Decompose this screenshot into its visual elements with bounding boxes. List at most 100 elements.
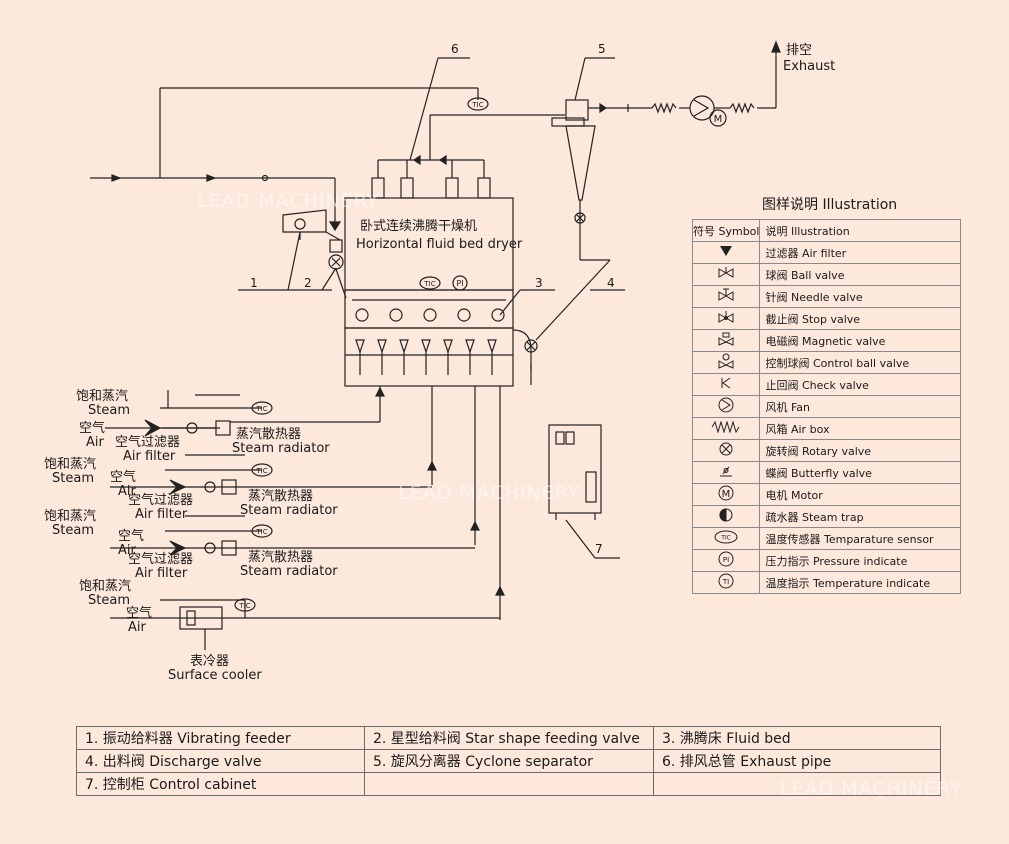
legend-header-desc: 说明 Illustration	[759, 219, 962, 242]
air-cn-1: 空气	[79, 421, 106, 436]
air-en-2: Air	[118, 484, 136, 499]
legend-text: 电磁阀 Magnetic valve	[759, 329, 962, 352]
filter-en-2: Air filter	[135, 507, 188, 522]
check-valve-icon	[721, 377, 731, 389]
legend-row: 风箱 Air box	[691, 417, 962, 440]
callout-3: 3	[535, 276, 543, 290]
callout-4: 4	[607, 276, 615, 290]
legend-title: 图样说明 Illustration	[762, 197, 898, 213]
legend-text: 止回阀 Check valve	[759, 373, 962, 396]
parts-list: 1. 振动给料器 Vibrating feeder 2. 星型给料阀 Star …	[76, 726, 941, 796]
temperature-indicate-icon: TI	[718, 573, 734, 589]
fan-icon	[718, 397, 734, 413]
filter-en-3: Air filter	[135, 566, 188, 581]
air-filter-icon	[720, 246, 733, 256]
svg-text:TIC: TIC	[720, 535, 731, 542]
steam-cn-4: 饱和蒸汽	[79, 579, 132, 594]
motor-icon: M	[718, 485, 734, 501]
rotary-valve-icon	[719, 442, 733, 456]
legend-row: M 电机 Motor	[691, 483, 962, 506]
svg-text:TIC: TIC	[255, 528, 267, 536]
air-en-1: Air	[86, 435, 104, 450]
filter-en-1: Air filter	[123, 449, 176, 464]
svg-text:M: M	[714, 114, 723, 125]
needle-valve-icon	[718, 288, 734, 301]
legend-row: 控制球阀 Control ball valve	[691, 351, 962, 374]
legend-text: 控制球阀 Control ball valve	[759, 351, 962, 374]
svg-text:TIC: TIC	[238, 602, 250, 610]
radiator-cn-1: 蒸汽散热器	[236, 427, 302, 442]
legend-text: 针阀 Needle valve	[759, 285, 962, 308]
legend-row: 风机 Fan	[691, 395, 962, 418]
parts-row: 7. 控制柜 Control cabinet	[76, 772, 941, 796]
vibrating-feeder	[282, 209, 347, 299]
watermark: LEAD MACHINERY	[780, 778, 963, 800]
part-1: 1. 振动给料器 Vibrating feeder	[76, 726, 365, 750]
part-3: 3. 沸腾床 Fluid bed	[653, 726, 941, 750]
steam-cn-1: 饱和蒸汽	[76, 389, 129, 404]
feed-pipe	[90, 87, 479, 232]
dryer-body	[344, 197, 514, 387]
filter-cn-2: 空气过滤器	[128, 493, 194, 508]
legend-text: 过滤器 Air filter	[759, 241, 962, 264]
callout-1: 1	[250, 276, 258, 290]
legend-text: 电机 Motor	[759, 483, 962, 506]
radiator-cn-2: 蒸汽散热器	[248, 489, 314, 504]
control-cabinet	[548, 424, 602, 559]
legend-row: PI 压力指示 Pressure indicate	[691, 549, 962, 572]
legend-row: TI 温度指示 Temperature indicate	[691, 571, 962, 594]
temperature-sensor-icon: TIC	[714, 530, 738, 544]
legend-header-row: 符号 Symbol 说明 Illustration	[691, 219, 962, 242]
exhaust-fan-line: M	[627, 40, 781, 127]
steam-en-1: Steam	[88, 403, 130, 418]
part-4: 4. 出料阀 Discharge valve	[76, 749, 365, 773]
exhaust-cn: 排空	[786, 43, 813, 58]
radiator-en-1: Steam radiator	[232, 441, 330, 456]
tic-top-icon: TIC	[467, 97, 489, 111]
fluid-bed-cones	[355, 308, 505, 375]
callout-7: 7	[595, 542, 603, 556]
watermark: LEAD MACHINERY	[197, 190, 380, 212]
magnetic-valve-icon	[718, 332, 734, 346]
legend-row: 蝶阀 Butterfly valve	[691, 461, 962, 484]
svg-text:TIC: TIC	[423, 280, 435, 288]
parts-row: 1. 振动给料器 Vibrating feeder 2. 星型给料阀 Star …	[76, 726, 941, 750]
part-7: 7. 控制柜 Control cabinet	[76, 772, 365, 796]
ball-valve-icon	[718, 267, 734, 278]
steam-en-4: Steam	[88, 593, 130, 608]
legend-row: 球阀 Ball valve	[691, 263, 962, 286]
parts-row: 4. 出料阀 Discharge valve 5. 旋风分离器 Cyclone …	[76, 749, 941, 773]
radiator-cn-3: 蒸汽散热器	[248, 550, 314, 565]
callout-6: 6	[451, 42, 459, 56]
exhaust-outlets	[371, 114, 565, 199]
part-empty	[364, 772, 654, 796]
tic-dryer-icon: TIC	[419, 276, 441, 290]
part-6: 6. 排风总管 Exhaust pipe	[653, 749, 941, 773]
steam-cn-2: 饱和蒸汽	[44, 457, 97, 472]
part-5: 5. 旋风分离器 Cyclone separator	[364, 749, 654, 773]
steam-cn-3: 饱和蒸汽	[44, 509, 97, 524]
legend-table: 符号 Symbol 说明 Illustration 过滤器 Air filter…	[691, 219, 962, 594]
part-2: 2. 星型给料阀 Star shape feeding valve	[364, 726, 654, 750]
legend-row: TIC 温度传感器 Temparature sensor	[691, 527, 962, 550]
air-en-4: Air	[128, 620, 146, 635]
steam-trap-icon	[719, 508, 733, 522]
legend-text: 球阀 Ball valve	[759, 263, 962, 286]
legend-text: 旋转阀 Rotary valve	[759, 439, 962, 462]
air-supply-risers	[375, 386, 505, 620]
air-line-3: TIC	[110, 515, 475, 556]
legend-text: 疏水器 Steam trap	[759, 505, 962, 528]
callout-2: 2	[304, 276, 312, 290]
filter-cn-1: 空气过滤器	[115, 435, 181, 450]
legend-text: 蝶阀 Butterfly valve	[759, 461, 962, 484]
pressure-indicate-icon: PI	[718, 551, 734, 567]
radiator-en-2: Steam radiator	[240, 503, 338, 518]
air-cn-4: 空气	[126, 606, 153, 621]
svg-text:M: M	[722, 489, 731, 500]
air-cn-2: 空气	[110, 470, 137, 485]
svg-text:TIC: TIC	[471, 101, 483, 109]
cooler-en: Surface cooler	[168, 668, 262, 683]
exhaust-en: Exhaust	[783, 59, 836, 74]
